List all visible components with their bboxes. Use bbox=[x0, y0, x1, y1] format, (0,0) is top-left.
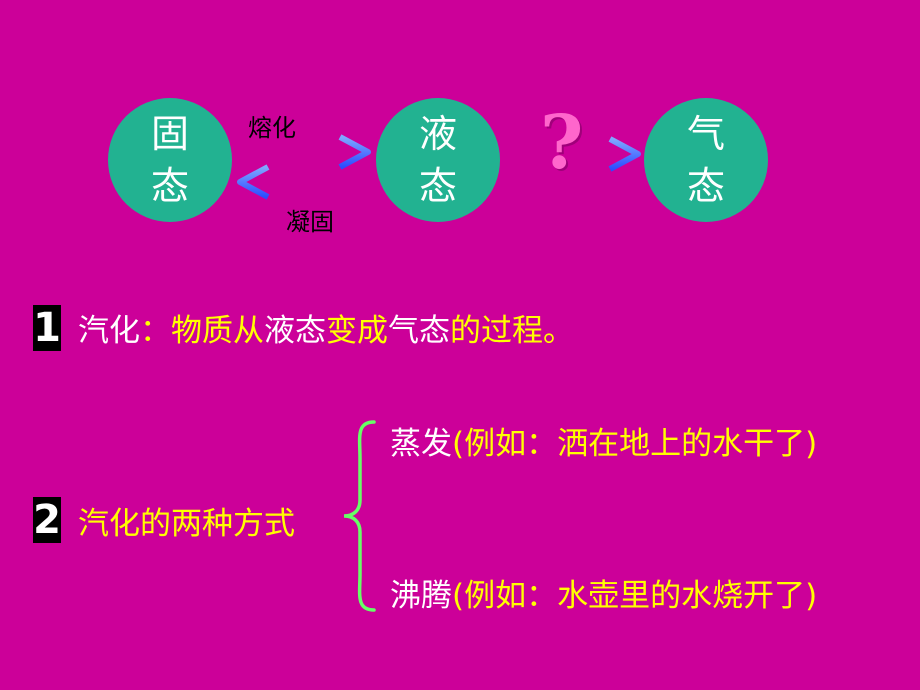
liquid-state-circle: 液 态 bbox=[376, 98, 500, 222]
solid-char-2: 态 bbox=[150, 164, 189, 208]
definition-liquid: 液态 bbox=[264, 313, 326, 349]
definition-part-1: 物质从 bbox=[171, 313, 264, 349]
freezing-arrow bbox=[237, 164, 376, 200]
badge-two: 2 bbox=[33, 497, 61, 543]
gas-char-1: 气 bbox=[686, 112, 725, 156]
methods-title: 汽化的两种方式 bbox=[78, 506, 295, 542]
definition-line: 汽化：物质从液态变成气态的过程。 bbox=[78, 305, 574, 350]
gas-char-2: 态 bbox=[686, 164, 725, 208]
boiling-example: (例如：水壶里的水烧开了) bbox=[452, 578, 818, 614]
evaporation-example: (例如：洒在地上的水干了) bbox=[452, 426, 818, 462]
solid-char-1: 固 bbox=[150, 112, 189, 156]
definition-term: 汽化 bbox=[78, 313, 140, 349]
boiling-line: 沸腾(例如：水壶里的水烧开了) bbox=[390, 570, 817, 615]
question-mark: ? bbox=[540, 100, 584, 186]
definition-part-5: 的过程。 bbox=[450, 313, 574, 349]
definition-gas: 气态 bbox=[388, 313, 450, 349]
curly-brace bbox=[343, 420, 376, 612]
boiling-name: 沸腾 bbox=[390, 578, 452, 614]
melting-arrow bbox=[232, 134, 371, 170]
solid-state-circle: 固 态 bbox=[108, 98, 232, 222]
evaporation-name: 蒸发 bbox=[390, 426, 452, 462]
evaporation-line: 蒸发(例如：洒在地上的水干了) bbox=[390, 418, 817, 463]
gas-state-circle: 气 态 bbox=[644, 98, 768, 222]
freezing-label: 凝固 bbox=[286, 208, 334, 236]
definition-colon: ： bbox=[140, 313, 171, 349]
vaporization-arrow bbox=[502, 136, 641, 172]
liquid-char-1: 液 bbox=[418, 112, 457, 156]
badge-one: 1 bbox=[33, 305, 61, 351]
definition-part-3: 变成 bbox=[326, 313, 388, 349]
liquid-char-2: 态 bbox=[418, 164, 457, 208]
melting-label: 熔化 bbox=[248, 114, 296, 142]
